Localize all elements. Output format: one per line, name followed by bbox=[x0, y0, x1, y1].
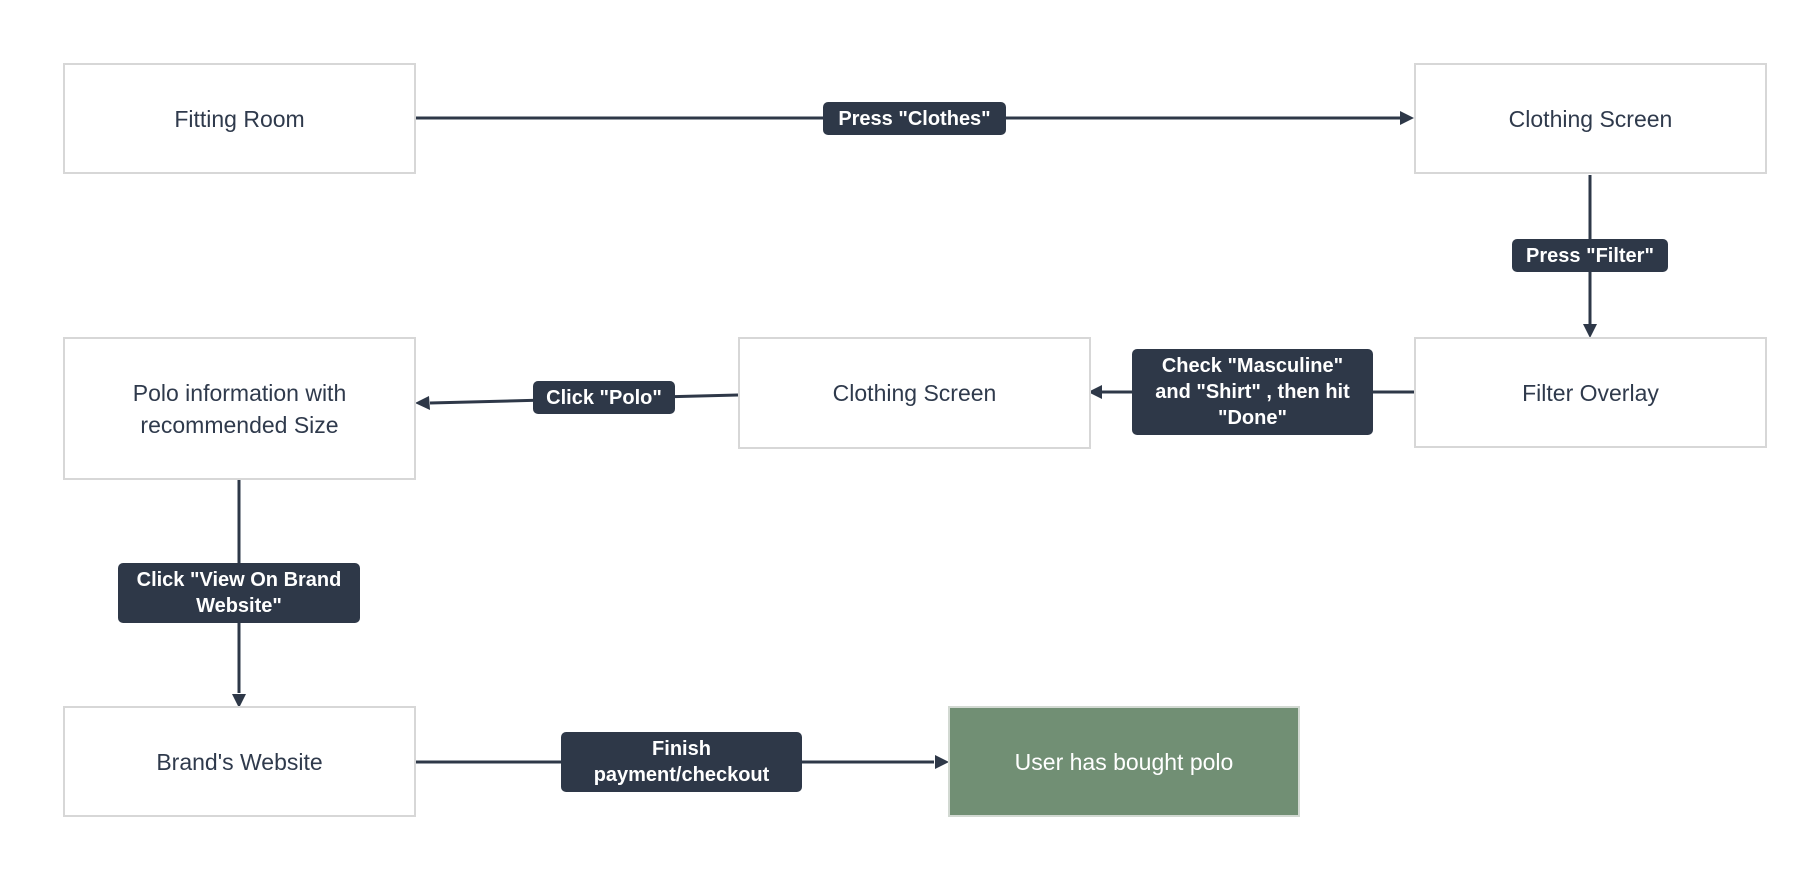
node-clothing-screen-1[interactable]: Clothing Screen bbox=[1414, 63, 1767, 174]
edge-label-check-masculine: Check "Masculine" and "Shirt" , then hit… bbox=[1132, 349, 1373, 435]
arrowhead-to-user-bought bbox=[935, 755, 949, 769]
node-filter-overlay[interactable]: Filter Overlay bbox=[1414, 337, 1767, 448]
edge-label-click-polo: Click "Polo" bbox=[533, 381, 675, 414]
arrowhead-to-polo-info bbox=[415, 396, 430, 410]
node-polo-info[interactable]: Polo information with recommended Size bbox=[63, 337, 416, 480]
arrowhead-to-brands-website bbox=[232, 694, 246, 708]
edge-label-press-clothes: Press "Clothes" bbox=[823, 102, 1006, 135]
node-clothing-screen-2[interactable]: Clothing Screen bbox=[738, 337, 1091, 449]
edge-label-press-filter: Press "Filter" bbox=[1512, 239, 1668, 272]
arrowhead-to-clothing-screen-1 bbox=[1400, 111, 1414, 125]
edge-label-finish-payment: Finish payment/checkout bbox=[561, 732, 802, 792]
arrowhead-to-clothing-screen-2 bbox=[1088, 385, 1102, 399]
arrowhead-to-filter-overlay bbox=[1583, 324, 1597, 338]
edge-label-click-view-brand: Click "View On Brand Website" bbox=[118, 563, 360, 623]
node-user-bought-polo[interactable]: User has bought polo bbox=[948, 706, 1300, 817]
node-brands-website[interactable]: Brand's Website bbox=[63, 706, 416, 817]
node-fitting-room[interactable]: Fitting Room bbox=[63, 63, 416, 174]
